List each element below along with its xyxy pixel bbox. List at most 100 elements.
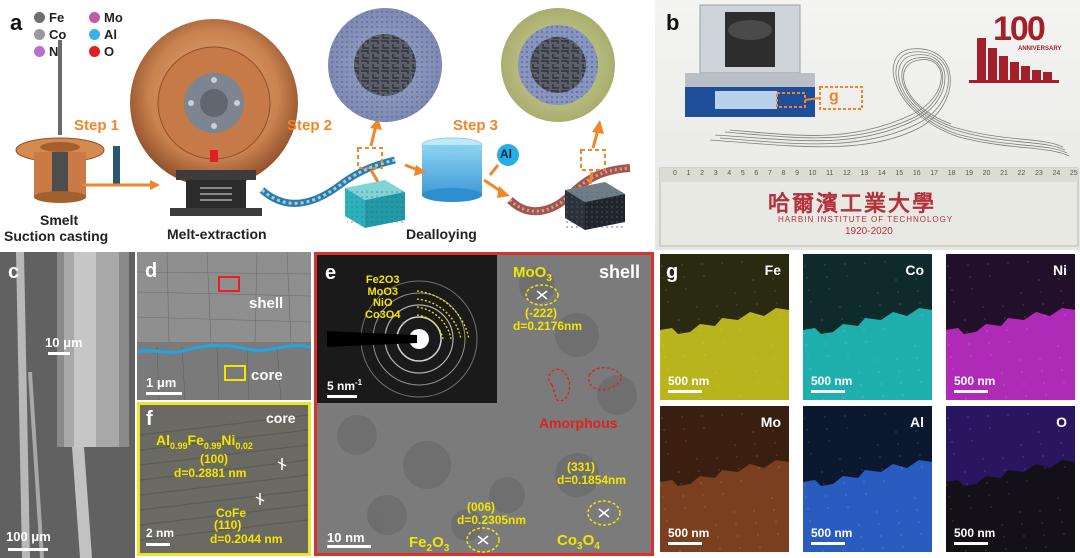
panel-e-label: e [325, 262, 337, 284]
panel-d: d shell core 1 μm [137, 252, 311, 400]
legend-al: Al [89, 26, 117, 43]
co-dot-icon [34, 29, 45, 40]
step2-label: Step 2 [287, 117, 333, 134]
eds-map-image [946, 406, 1075, 552]
ruler-tick-label: 10 [808, 170, 817, 177]
saed-fe2o3: Fe2O3 [365, 274, 400, 286]
eds-map-image [803, 254, 932, 400]
ni-dot-icon [34, 46, 45, 57]
main-scale-bar [8, 548, 48, 551]
ruler-tick-label: 0 [673, 170, 677, 177]
panel-f-label: f [146, 408, 153, 430]
ruler-tick-label: 19 [965, 170, 973, 177]
ruler-tick-label: 21 [1000, 170, 1008, 177]
ruler-tick-label: 4 [727, 170, 732, 177]
scale-bar [954, 390, 988, 393]
panel-g-label: g [666, 261, 679, 283]
scale-text: 500 nm [811, 526, 853, 540]
caption-smelt: Smelt [40, 212, 79, 228]
panel-b: b [655, 0, 1080, 250]
ruler-tick-label: 22 [1017, 170, 1026, 177]
saed-scale-bar [327, 395, 357, 398]
scale-text: 1 μm [146, 375, 177, 390]
scale-bar [811, 542, 845, 545]
scale-bar [668, 542, 702, 545]
co3o4-index: (331) [567, 460, 596, 474]
saed-scale-text: 5 nm-1 [327, 378, 363, 393]
logo-anniversary-text: ANNIVERSARY [1018, 46, 1062, 52]
main-scale-text: 100 μm [6, 529, 51, 544]
dealloyed-cube-icon [565, 182, 625, 230]
panel-a-label: a [10, 10, 23, 35]
ruler-icon [659, 167, 1079, 247]
scale-bar [668, 390, 702, 393]
al-dot-icon [89, 29, 100, 40]
phase2-dspacing: d=0.2044 nm [210, 532, 283, 546]
fe-dot-icon [34, 12, 45, 23]
ruler-tick-label: 8 [781, 170, 786, 177]
ruler-tick-label: 14 [877, 170, 886, 177]
panel-f: f core Al0.99Fe0.99Ni0.02 (100) d=0.2881… [137, 402, 311, 556]
scale-text: 500 nm [668, 526, 710, 540]
step3-label: Step 3 [453, 117, 499, 134]
ruler-tick-label: 1 [686, 170, 691, 177]
eds-map-o: O 500 nm [946, 406, 1075, 552]
ruler-years: 1920-2020 [845, 226, 893, 237]
co3o4-dspacing: d=0.1854nm [557, 473, 627, 487]
panel-c: c 10 μm 100 μm [0, 252, 135, 558]
fiber-cross-section-as-cast-icon [328, 8, 442, 122]
caption-melt-extraction: Melt-extraction [167, 226, 267, 242]
element-label: Al [910, 414, 924, 430]
hrtem-shell-image [317, 255, 651, 553]
ruler-tick-label: 12 [843, 170, 851, 177]
panel-e: e shell Fe2O3 MoO3 NiO Co3O4 5 nm-1 MoO3… [314, 252, 654, 556]
moo3-dspacing: d=0.2176nm [513, 319, 583, 333]
al-bubble-icon [497, 144, 519, 166]
fiber-cross-section-dealloyed-icon [501, 8, 615, 122]
ruler-university-name: 哈爾濱工業大學 [768, 191, 937, 217]
phase1-formula: Al0.99Fe0.99Ni0.02 [156, 432, 253, 451]
step1-label: Step 1 [74, 117, 120, 134]
mo-dot-icon [89, 12, 100, 23]
ruler-university-english: HARBIN INSTITUTE OF TECHNOLOGY [778, 215, 954, 224]
photo-scene [659, 4, 1079, 247]
ruler-tick-label: 9 [795, 170, 799, 177]
ruler-tick-label: 6 [754, 170, 759, 177]
saed-nio: NiO [372, 297, 393, 310]
dealloying-beaker-icon [421, 137, 483, 202]
scale-bar [954, 542, 988, 545]
eds-map-image [803, 406, 932, 552]
fe2o3-index: (006) [467, 500, 496, 514]
analytical-balance-icon [685, 4, 863, 117]
scale-text: 500 nm [954, 526, 996, 540]
phase2-formula: CoFe [216, 506, 246, 520]
panel-c-label: c [8, 261, 20, 283]
shell-label: shell [599, 262, 641, 282]
al-bubble-label: Al [500, 147, 512, 161]
ruler-tick-label: 25 [1069, 170, 1078, 177]
fiber-bundle-icon [709, 48, 1070, 157]
ruler-tick-label: 24 [1052, 170, 1061, 177]
eds-map-image [946, 254, 1075, 400]
scale-bar [146, 543, 170, 546]
saed-moo3: MoO3 [367, 285, 399, 298]
scale-bar [327, 545, 371, 548]
scale-bar [146, 392, 182, 395]
element-label: Fe [764, 262, 781, 278]
fe2o3-dspacing: d=0.2305nm [457, 513, 527, 527]
scale-bar [811, 390, 845, 393]
eds-map-image [660, 406, 789, 552]
phase1-dspacing: d=0.2881 nm [174, 466, 247, 480]
scale-text: 10 nm [327, 530, 365, 545]
ruler-tick-label: 20 [982, 170, 991, 177]
logo-number: 100 [993, 10, 1046, 48]
saed-co3o4: Co3O4 [365, 308, 401, 321]
balance-unit-label: g [829, 88, 839, 105]
shell-label: shell [249, 295, 284, 312]
as-cast-cube-icon [345, 180, 405, 228]
element-label: O [1056, 414, 1067, 430]
element-label: Mo [760, 414, 781, 430]
ruler-tick-label: 7 [767, 170, 772, 177]
